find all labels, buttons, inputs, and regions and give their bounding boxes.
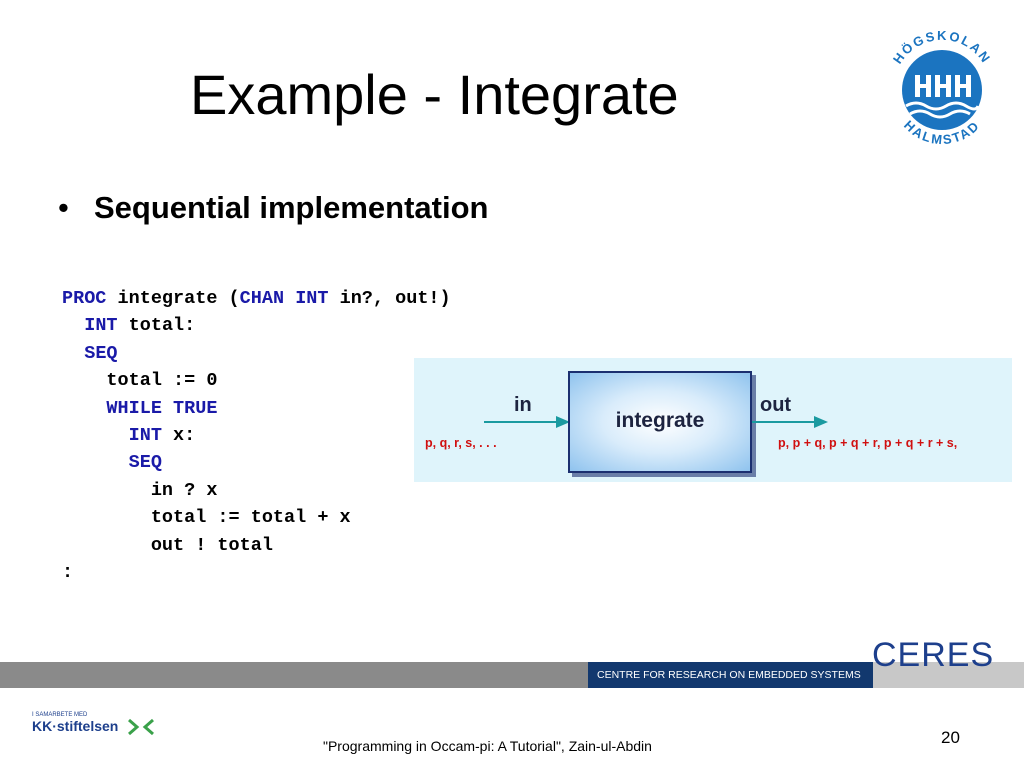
out-label: out xyxy=(760,394,792,416)
code-text xyxy=(62,425,129,446)
process-label: integrate xyxy=(615,409,705,432)
page-number: 20 xyxy=(941,728,960,747)
code-text: out ! total xyxy=(62,534,273,556)
code-text xyxy=(284,288,295,309)
code-text: in ? x xyxy=(62,479,218,501)
footer-citation: "Programming in Occam-pi: A Tutorial", Z… xyxy=(323,738,652,754)
code-line: out ! total xyxy=(62,532,451,559)
code-line: in ? x xyxy=(62,477,451,504)
code-keyword: CHAN xyxy=(239,288,285,309)
code-keyword: SEQ xyxy=(84,342,118,364)
code-text: integrate ( xyxy=(106,288,240,309)
code-line: INT total: xyxy=(62,312,451,339)
bullet-point: • Sequential implementation xyxy=(58,190,488,226)
kk-stiftelsen-logo: I SAMARBETE MED KK·stiftelsen xyxy=(32,712,157,736)
in-stream: p, q, r, s, . . . xyxy=(425,436,497,450)
code-text xyxy=(62,398,106,419)
footer-band-tail xyxy=(873,662,1024,688)
kk-name: KK·stiftelsen xyxy=(32,718,119,735)
bullet-text: Sequential implementation xyxy=(94,190,489,225)
code-text: x: xyxy=(161,425,196,447)
code-keyword: INT xyxy=(84,315,118,337)
code-line: total := total + x xyxy=(62,504,451,531)
in-label: in xyxy=(514,394,532,416)
code-text: total := total + x xyxy=(62,507,351,529)
code-line: total := 0 xyxy=(62,367,451,394)
code-line: WHILE TRUE xyxy=(62,395,451,422)
code-keyword: SEQ xyxy=(128,452,162,474)
kk-chevrons-icon xyxy=(127,718,154,736)
hogskolan-halmstad-logo: HÖGSKOLAN HALMSTAD xyxy=(890,28,992,147)
out-stream: p, p + q, p + q + r, p + q + r + s, xyxy=(778,436,958,450)
code-line: PROC integrate (CHAN INT in?, out!) xyxy=(62,285,451,312)
code-text xyxy=(162,398,173,419)
slide-title: Example - Integrate xyxy=(190,63,679,126)
code-keyword: PROC xyxy=(62,288,107,309)
code-keyword: INT xyxy=(128,425,162,447)
code-keyword: WHILE xyxy=(106,397,162,419)
bullet-dot: • xyxy=(58,190,69,225)
code-text xyxy=(62,315,84,336)
ceres-tagline: CENTRE FOR RESEARCH ON EMBEDDED SYSTEMS xyxy=(588,662,882,688)
out-arrow xyxy=(752,416,828,428)
code-text: : xyxy=(62,562,74,584)
integrate-diagram: in p, q, r, s, . . . integrate out p, p … xyxy=(414,358,1012,482)
code-text: total := 0 xyxy=(62,370,218,392)
code-text: in?, out!) xyxy=(328,288,451,309)
code-keyword: INT xyxy=(295,288,329,309)
in-arrow xyxy=(484,416,570,428)
code-line: SEQ xyxy=(62,449,451,476)
code-text xyxy=(62,343,84,364)
code-text xyxy=(62,452,129,473)
code-text: total: xyxy=(117,315,196,337)
code-line: INT x: xyxy=(62,422,451,449)
ceres-logo: CERES xyxy=(872,636,995,674)
process-box: integrate xyxy=(568,371,752,473)
code-block: PROC integrate (CHAN INT in?, out!) INT … xyxy=(62,285,451,586)
code-line: : xyxy=(62,559,451,586)
code-line: SEQ xyxy=(62,340,451,367)
code-keyword: TRUE xyxy=(173,397,218,419)
kk-small-text: I SAMARBETE MED xyxy=(32,712,88,718)
